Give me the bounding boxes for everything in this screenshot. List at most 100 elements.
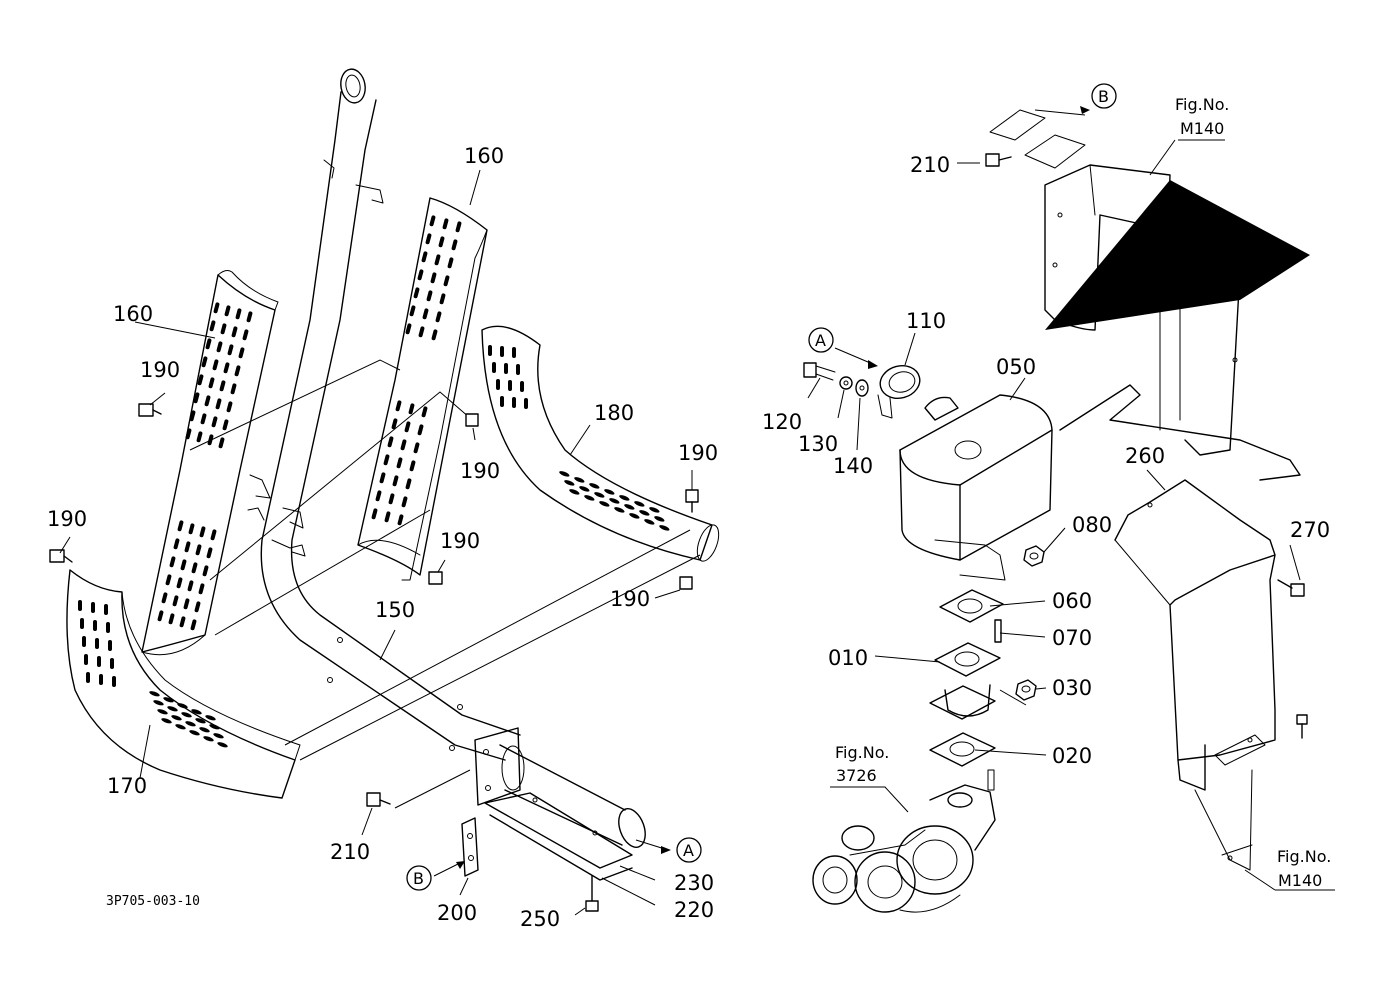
- callout-200: 200: [437, 901, 477, 925]
- shield-perforation: [644, 519, 655, 525]
- flange-010: [929, 642, 1001, 720]
- shield-perforation: [169, 556, 176, 568]
- heat-shield-160-left: [141, 270, 279, 656]
- shield-perforation: [222, 419, 229, 431]
- fig-ref-top-line1: Fig.No.: [1175, 95, 1229, 114]
- shield-perforation: [161, 718, 172, 724]
- shield-perforation: [167, 706, 178, 712]
- shield-perforation: [187, 580, 194, 592]
- shield-perforation: [434, 254, 441, 266]
- shield-perforation: [488, 345, 492, 356]
- callout-140: 140: [833, 454, 873, 478]
- shield-perforation: [191, 562, 198, 574]
- callout-110: 110: [906, 309, 946, 333]
- shield-perforation: [500, 396, 504, 407]
- shield-perforation: [189, 410, 196, 422]
- shield-perforation: [179, 616, 186, 628]
- callout-180: 180: [594, 401, 634, 425]
- shield-perforation: [569, 489, 580, 495]
- shield-perforation: [157, 610, 164, 622]
- shield-perforation: [104, 604, 108, 615]
- shield-perforation: [161, 592, 168, 604]
- shield-perforation: [202, 565, 209, 577]
- shield-perforation: [196, 431, 203, 443]
- shield-perforation: [579, 486, 590, 492]
- shield-perforation: [447, 257, 454, 269]
- bolt-small: [1296, 714, 1308, 739]
- callout-160-top: 160: [464, 144, 504, 168]
- shield-perforation: [205, 715, 216, 721]
- ref-b-bottom-label: B: [413, 869, 424, 888]
- callout-250: 250: [520, 907, 560, 931]
- ref-b-top-label: B: [1098, 87, 1109, 106]
- callout-120: 120: [762, 410, 802, 434]
- shield-perforation: [191, 709, 202, 715]
- shield-perforation: [194, 601, 201, 613]
- callout-190-f: 190: [610, 587, 650, 611]
- shield-perforation: [163, 697, 174, 703]
- fig-ref-bottom-line1: Fig.No.: [1277, 847, 1331, 866]
- shield-perforation: [217, 742, 228, 748]
- shield-perforation: [574, 477, 585, 483]
- shield-perforation: [619, 495, 630, 501]
- callout-030: 030: [1052, 676, 1092, 700]
- shield-perforation: [242, 329, 249, 341]
- fig-ref-turbo: Fig.No. 3726: [835, 743, 889, 785]
- drawing-code: 3P705-003-10: [106, 894, 200, 909]
- ref-a-left-label: A: [815, 331, 826, 350]
- shield-perforation: [504, 363, 508, 374]
- bolt-210-left: [366, 792, 391, 807]
- shield-perforation: [219, 380, 226, 392]
- fig-ref-top-line2: M140: [1180, 119, 1224, 138]
- shield-perforation: [172, 595, 179, 607]
- shield-perforation: [184, 541, 191, 553]
- callout-220: 220: [674, 898, 714, 922]
- bolt-120: [803, 362, 836, 381]
- fig-ref-top: Fig.No. M140: [1175, 95, 1229, 138]
- bolt-210-top: [985, 153, 1012, 167]
- shield-perforation: [173, 538, 180, 550]
- shield-perforation: [91, 602, 95, 613]
- shield-perforation: [165, 574, 172, 586]
- fig-ref-turbo-line2: 3726: [836, 766, 877, 785]
- shield-perforation: [654, 516, 665, 522]
- shield-perforation: [400, 439, 407, 451]
- shield-perforation: [181, 712, 192, 718]
- shield-perforation: [193, 392, 200, 404]
- turbocharger: [812, 769, 996, 913]
- shield-perforation: [93, 620, 97, 631]
- callout-190-c: 190: [678, 441, 718, 465]
- shield-perforation: [417, 424, 424, 436]
- shield-perforation: [589, 483, 600, 489]
- shield-perforation: [180, 559, 187, 571]
- shield-perforation: [157, 709, 168, 715]
- shield-perforation: [599, 501, 610, 507]
- shield-perforation: [387, 436, 394, 448]
- shield-perforation: [442, 218, 449, 230]
- shield-perforation: [215, 398, 222, 410]
- callout-190-d: 190: [47, 507, 87, 531]
- leader-lines: [59, 109, 1335, 916]
- callout-060: 060: [1052, 589, 1092, 613]
- shield-perforation: [404, 421, 411, 433]
- shield-perforation: [384, 511, 391, 523]
- shield-perforation: [110, 658, 114, 669]
- shield-perforation: [195, 544, 202, 556]
- shield-perforation: [168, 613, 175, 625]
- shield-perforation: [418, 326, 425, 338]
- callout-080: 080: [1072, 513, 1112, 537]
- heat-shield-160-right: [357, 197, 488, 581]
- heat-shield-180: [481, 325, 720, 562]
- arrow-heads: [456, 106, 1090, 869]
- shield-perforation: [212, 359, 219, 371]
- shield-perforation: [408, 403, 415, 415]
- shield-perforation: [97, 656, 101, 667]
- callout-190-b: 190: [460, 459, 500, 483]
- callout-130: 130: [798, 432, 838, 456]
- shield-perforation: [639, 510, 650, 516]
- shield-perforation: [649, 507, 660, 513]
- callout-270: 270: [1290, 518, 1330, 542]
- ref-circle-b-bottom: B: [406, 865, 432, 891]
- clamp-110: [877, 365, 921, 419]
- shield-perforation: [512, 347, 516, 358]
